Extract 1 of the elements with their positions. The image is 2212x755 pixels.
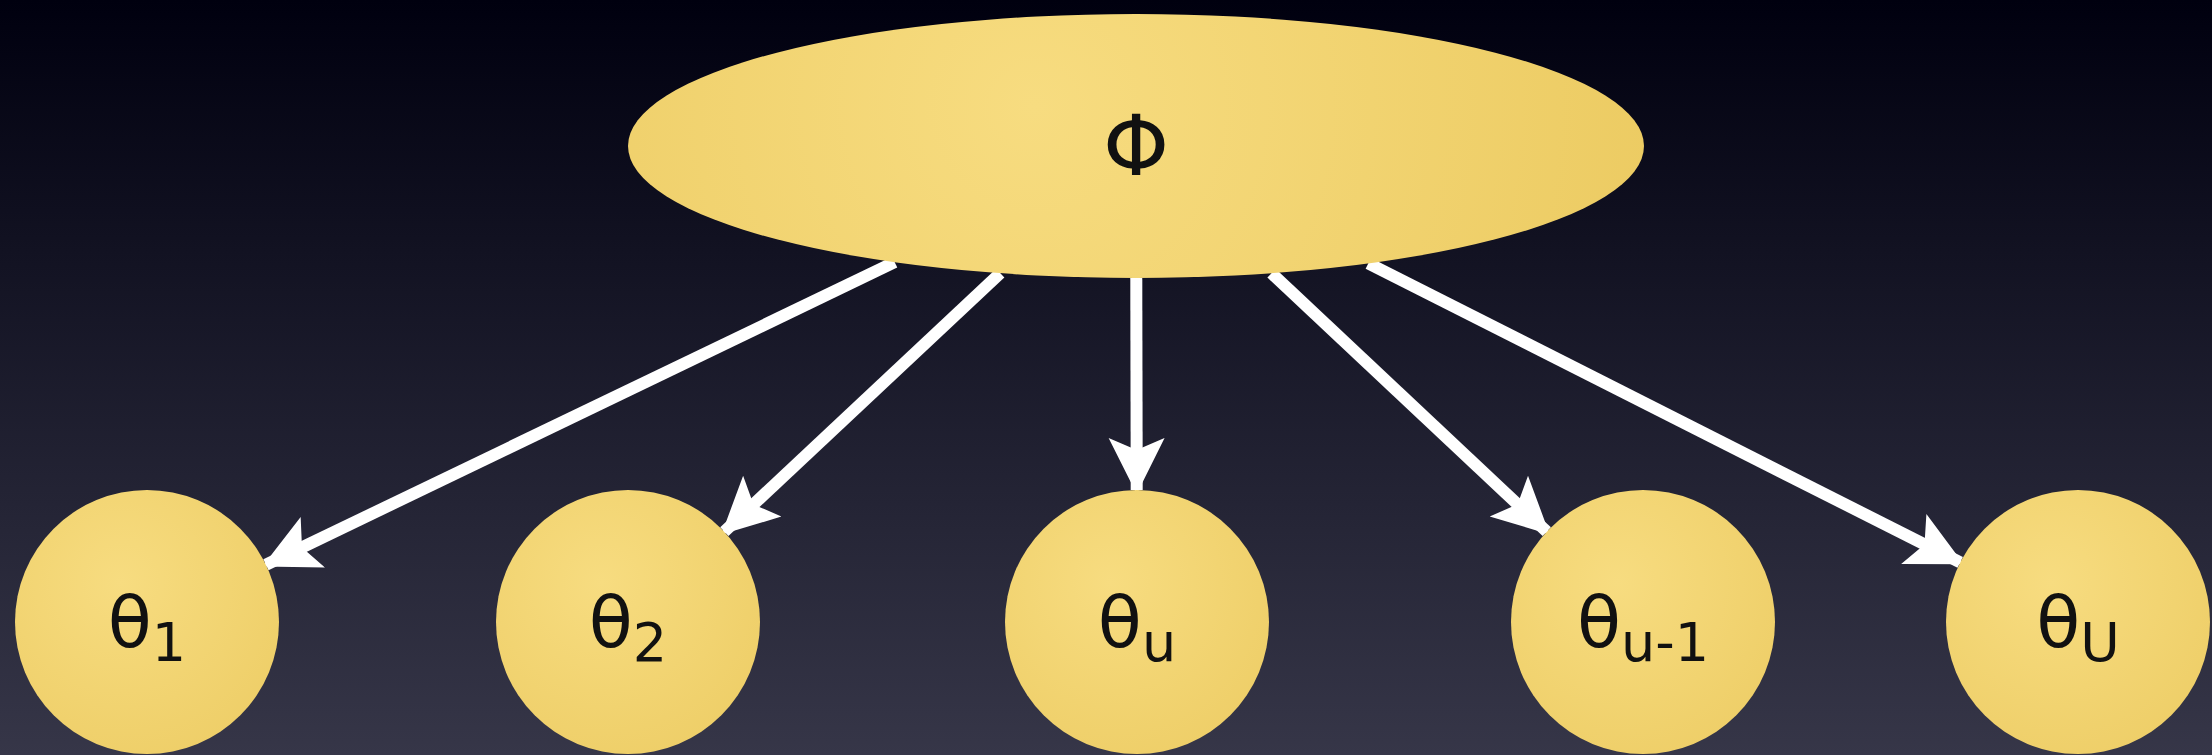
node-label: Φ [1102, 104, 1170, 188]
